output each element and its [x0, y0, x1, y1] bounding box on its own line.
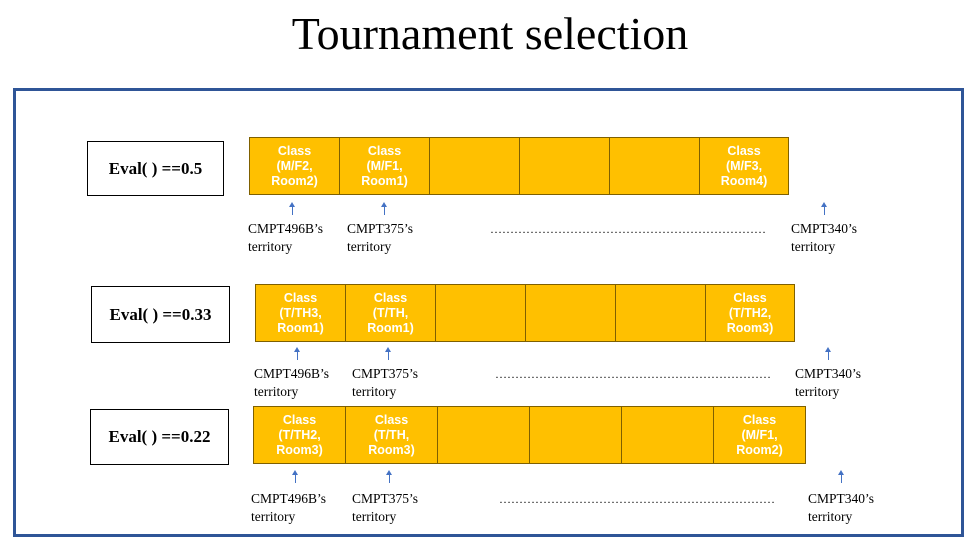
gene-cell	[529, 406, 622, 464]
gene-cell	[435, 284, 526, 342]
territory-label: CMPT340’s territory	[808, 491, 875, 524]
gene-cell	[615, 284, 706, 342]
chromosome-strip-row-1: Class (M/F2, Room2) Class (M/F1, Room1) …	[249, 137, 789, 195]
gene-cell	[621, 406, 714, 464]
gene-cell: Class (M/F3, Room4)	[699, 137, 789, 195]
gene-cell: Class (T/TH2, Room3)	[705, 284, 795, 342]
territory-label: CMPT340’s territory	[795, 366, 862, 399]
pointer-arrow-icon	[385, 347, 391, 360]
territory-label: CMPT375’s territory	[352, 491, 419, 524]
gene-cell: Class (T/TH2, Room3)	[253, 406, 346, 464]
pointer-arrow-icon	[821, 202, 827, 215]
pointer-arrow-icon	[292, 470, 298, 483]
pointer-arrow-icon	[386, 470, 392, 483]
pointer-arrow-icon	[838, 470, 844, 483]
pointer-arrow-icon	[289, 202, 295, 215]
territory-label: CMPT375’s territory	[352, 366, 419, 399]
territory-label: CMPT496B’s territory	[251, 491, 327, 524]
pointer-arrow-icon	[825, 347, 831, 360]
chromosome-strip-row-3: Class (T/TH2, Room3) Class (T/TH, Room3)…	[253, 406, 806, 464]
gene-cell: Class (M/F1, Room2)	[713, 406, 806, 464]
gene-cell: Class (M/F1, Room1)	[339, 137, 430, 195]
gene-cell: Class (T/TH, Room3)	[345, 406, 438, 464]
gene-cell	[519, 137, 610, 195]
pointer-arrow-icon	[381, 202, 387, 215]
gene-cell	[609, 137, 700, 195]
pointer-arrow-icon	[294, 347, 300, 360]
ellipsis-dots: ……………………………………………………………	[490, 222, 766, 236]
ellipsis-dots: ……………………………………………………………	[499, 492, 775, 506]
gene-cell	[437, 406, 530, 464]
page-title: Tournament selection	[291, 8, 689, 59]
eval-box-row-2: Eval( ) ==0.33	[91, 286, 230, 343]
gene-cell: Class (T/TH3, Room1)	[255, 284, 346, 342]
ellipsis-dots: ……………………………………………………………	[495, 367, 771, 381]
eval-box-row-1: Eval( ) ==0.5	[87, 141, 224, 196]
territory-label: CMPT496B’s territory	[248, 221, 324, 254]
gene-cell: Class (T/TH, Room1)	[345, 284, 436, 342]
territory-label: CMPT375’s territory	[347, 221, 414, 254]
gene-cell	[525, 284, 616, 342]
territory-label: CMPT496B’s territory	[254, 366, 330, 399]
diagram-frame	[13, 88, 964, 537]
eval-box-row-3: Eval( ) ==0.22	[90, 409, 229, 465]
gene-cell: Class (M/F2, Room2)	[249, 137, 340, 195]
territory-label: CMPT340’s territory	[791, 221, 858, 254]
gene-cell	[429, 137, 520, 195]
chromosome-strip-row-2: Class (T/TH3, Room1) Class (T/TH, Room1)…	[255, 284, 795, 342]
